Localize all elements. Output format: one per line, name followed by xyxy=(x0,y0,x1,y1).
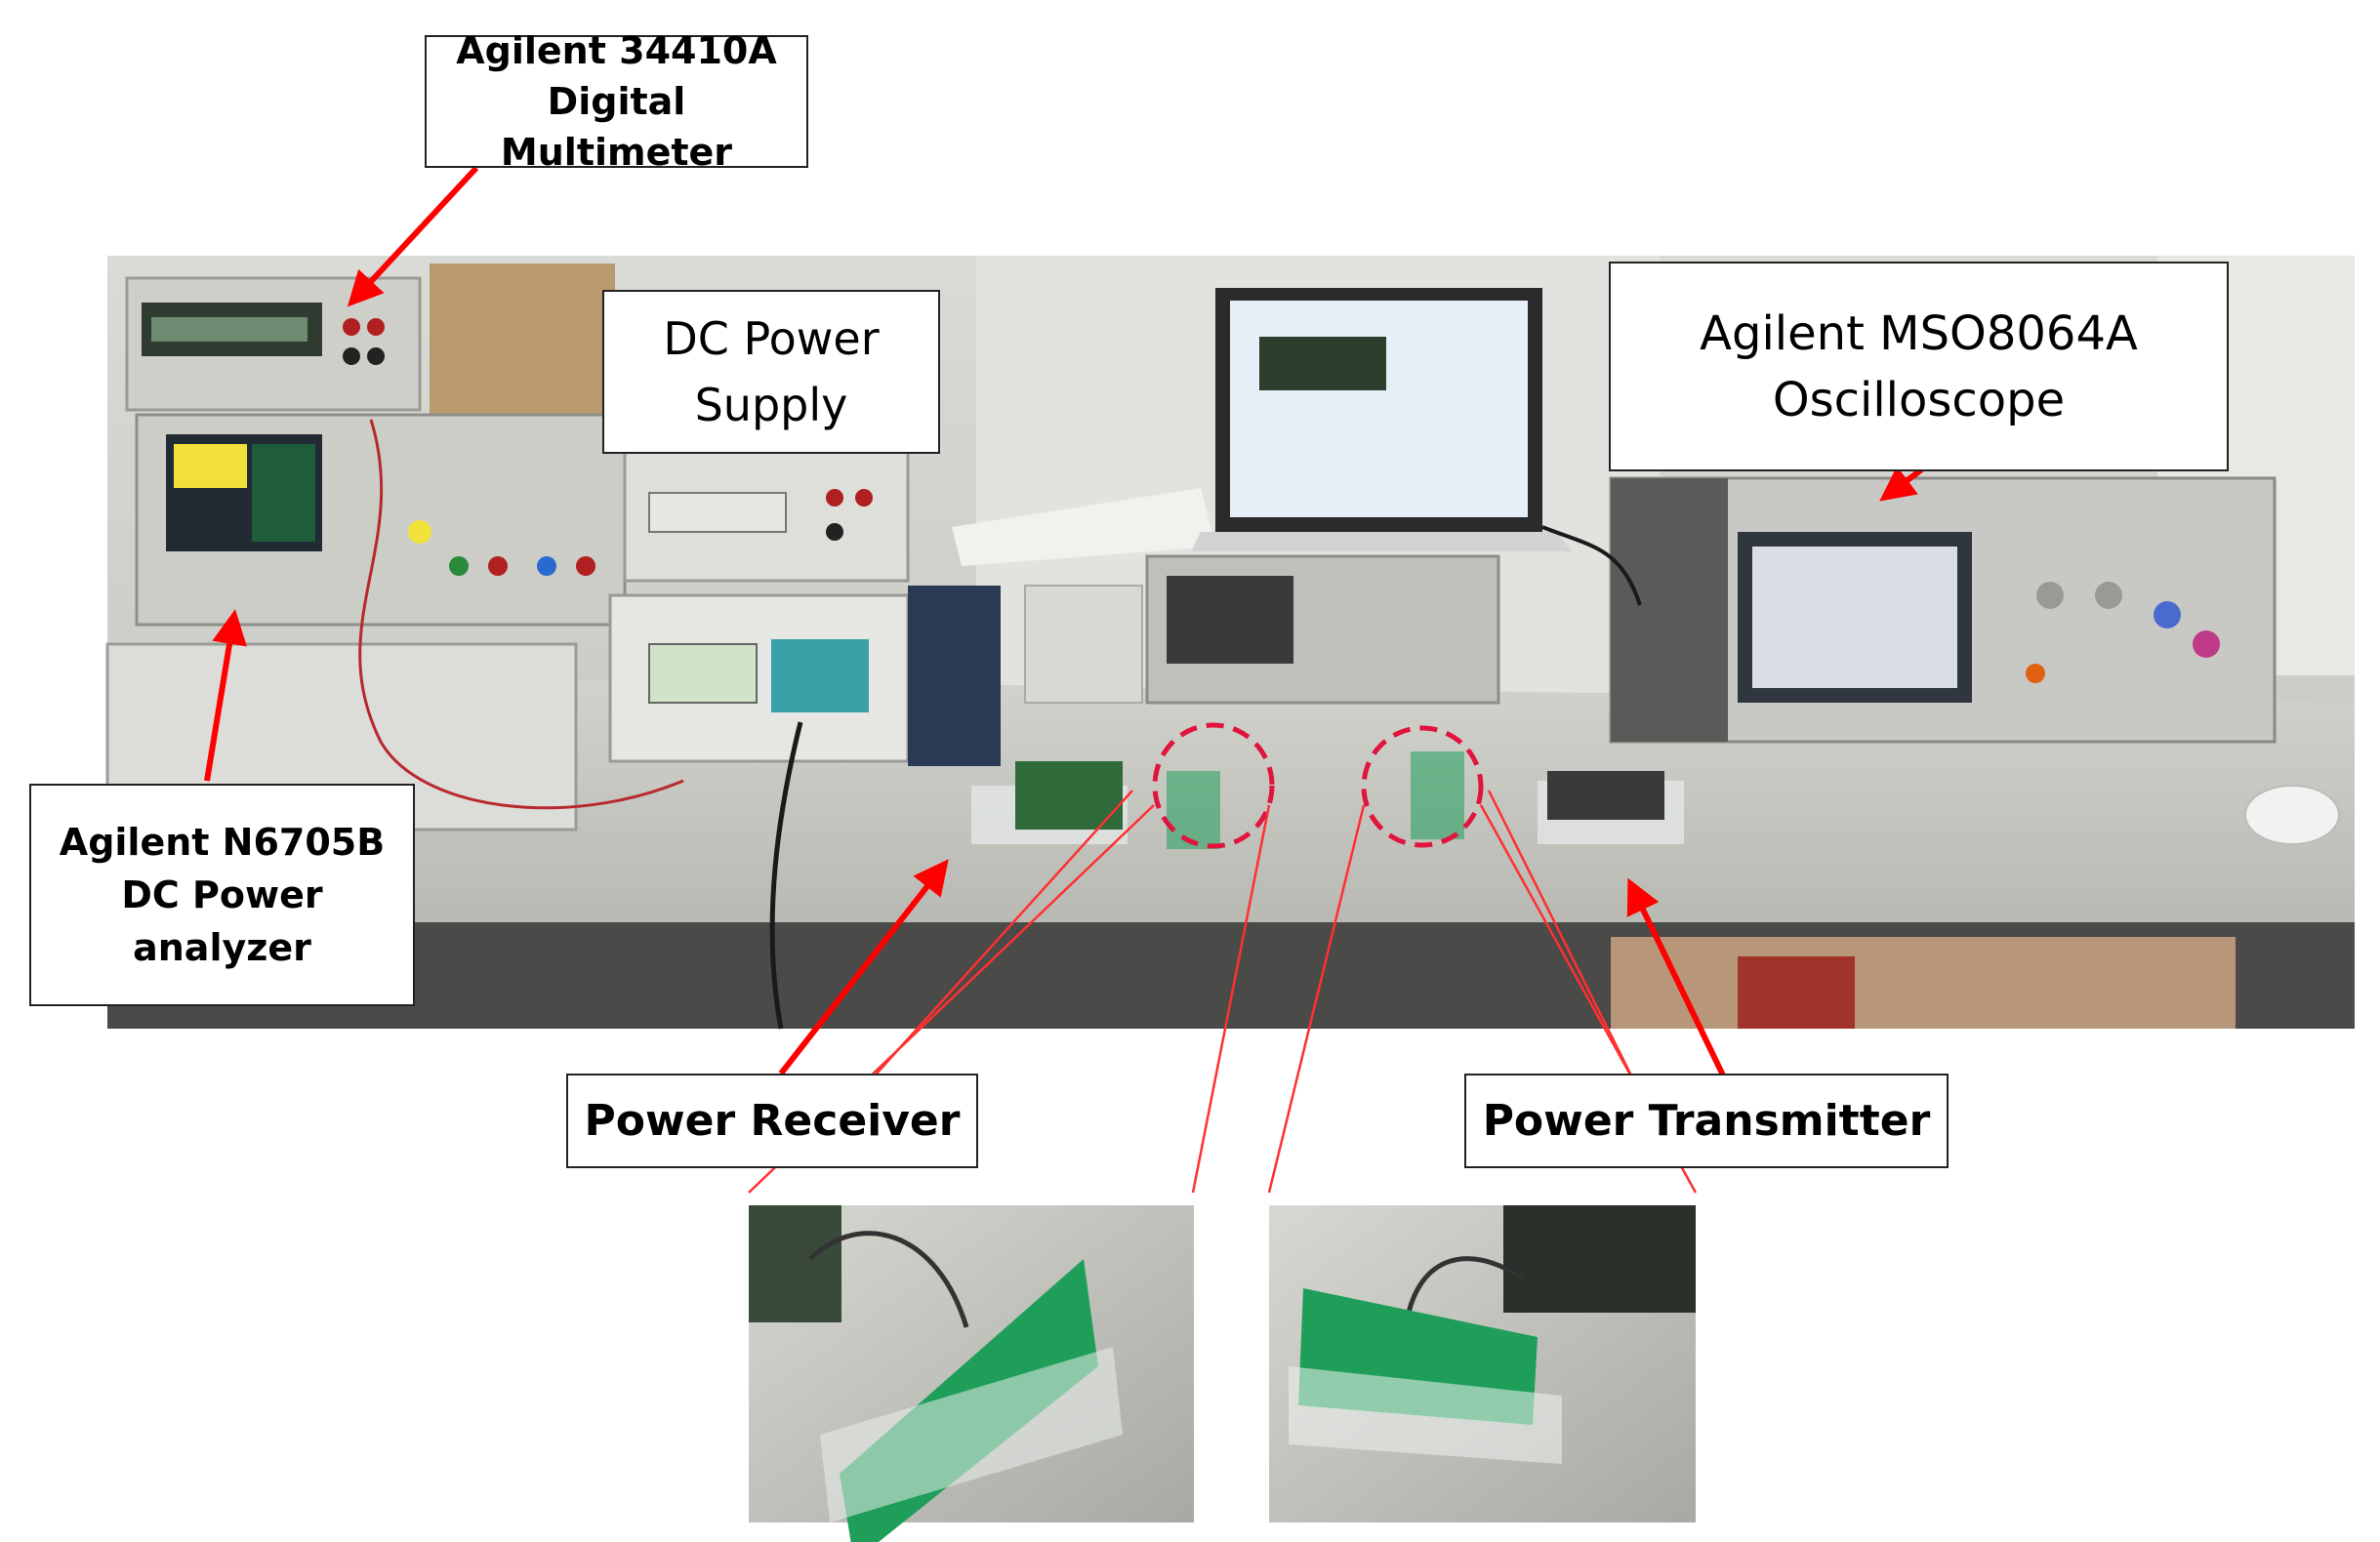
power-transmitter-label: Power Transmitter xyxy=(1464,1074,1949,1168)
receiver-arrow xyxy=(778,859,949,1075)
multimeter-label: Agilent 34410A Digital Multimeter xyxy=(425,29,808,174)
transmitter-arrow xyxy=(1626,877,1729,1083)
transmitter-coil-highlight xyxy=(1361,725,1484,848)
multimeter-label-line-1: Agilent 34410A xyxy=(456,29,777,72)
dc-power-analyzer-label-line-3: analyzer xyxy=(133,926,311,969)
receiver-leader xyxy=(876,790,1133,1075)
dc-power-analyzer-label: Agilent N6705B DC Power analyzer xyxy=(29,784,415,1006)
laptop-device xyxy=(1191,288,1572,551)
analyzer-arrow xyxy=(204,609,247,782)
transmitter-leader xyxy=(1487,790,1632,1075)
digital-multimeter-device xyxy=(125,276,422,412)
dc-power-supply-label-line-1: DC Power xyxy=(663,312,880,365)
oscilloscope-arrow xyxy=(1879,466,1925,502)
dc-power-supply-label: DC Power Supply xyxy=(602,290,940,454)
power-receiver-label: Power Receiver xyxy=(566,1074,978,1168)
multimeter-arrow xyxy=(347,165,479,307)
receiver-coil-highlight xyxy=(1152,722,1275,849)
oscilloscope-label: Agilent MSO8064A Oscilloscope xyxy=(1609,262,2229,471)
receiver-antenna-closeup xyxy=(749,1205,1194,1542)
dc-power-analyzer-label-line-2: DC Power xyxy=(121,873,323,916)
oscilloscope-label-line-2: Oscilloscope xyxy=(1772,372,2066,427)
dc-power-analyzer-label-line-1: Agilent N6705B xyxy=(59,821,386,864)
oscilloscope-label-line-1: Agilent MSO8064A xyxy=(1700,305,2138,361)
power-transmitter-board xyxy=(1411,751,1684,844)
dc-power-supply-device xyxy=(608,447,1001,766)
pointer-arrows xyxy=(204,165,1925,1083)
power-receiver-board xyxy=(971,761,1220,849)
transmitter-antenna-closeup xyxy=(1269,1205,1696,1522)
multimeter-label-line-2: Digital Multimeter xyxy=(500,80,733,174)
oscilloscope-device xyxy=(1609,476,2277,744)
dc-power-supply-label-line-2: Supply xyxy=(694,379,848,431)
